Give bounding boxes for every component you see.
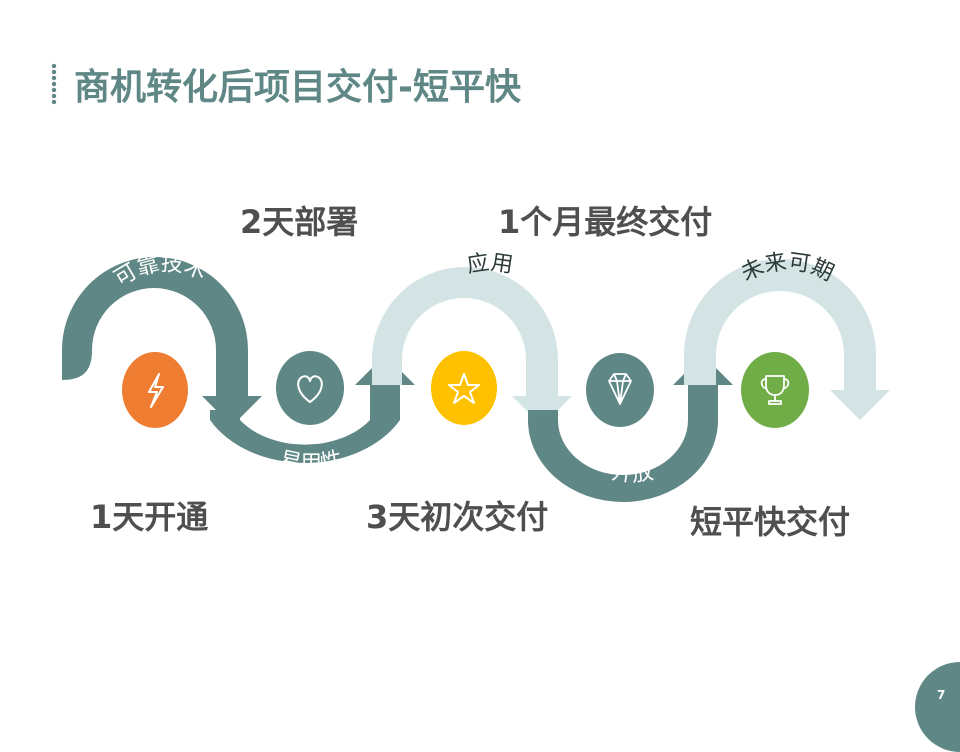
star-icon bbox=[431, 351, 497, 425]
arrow-arc-application bbox=[372, 267, 572, 426]
milestone-month1: 1个月最终交付 bbox=[498, 203, 713, 241]
process-flow: 可靠技术 易用性 应用 开放 未来可期 bbox=[62, 250, 890, 502]
title-dots-decoration bbox=[51, 63, 57, 105]
diamond-icon bbox=[586, 353, 654, 427]
milestone-final: 短平快交付 bbox=[690, 503, 851, 541]
milestone-day2: 2天部署 bbox=[240, 203, 359, 241]
arc-label-application: 应用 bbox=[465, 250, 514, 278]
arrow-arc-reliable-tech bbox=[62, 257, 262, 426]
arrow-arc-open bbox=[528, 355, 733, 502]
arrow-arc-easy-use bbox=[210, 355, 415, 463]
milestone-day1: 1天开通 bbox=[90, 498, 209, 536]
page-number: 7 bbox=[937, 688, 946, 702]
page-title: 商机转化后项目交付-短平快 bbox=[74, 67, 521, 108]
arc-label-easy-use: 易用性 bbox=[277, 447, 345, 476]
trophy-icon bbox=[741, 352, 809, 428]
lightning-icon bbox=[122, 352, 188, 428]
milestone-day3: 3天初次交付 bbox=[366, 498, 549, 536]
arrow-arc-future bbox=[684, 259, 890, 420]
heart-icon bbox=[276, 351, 344, 425]
